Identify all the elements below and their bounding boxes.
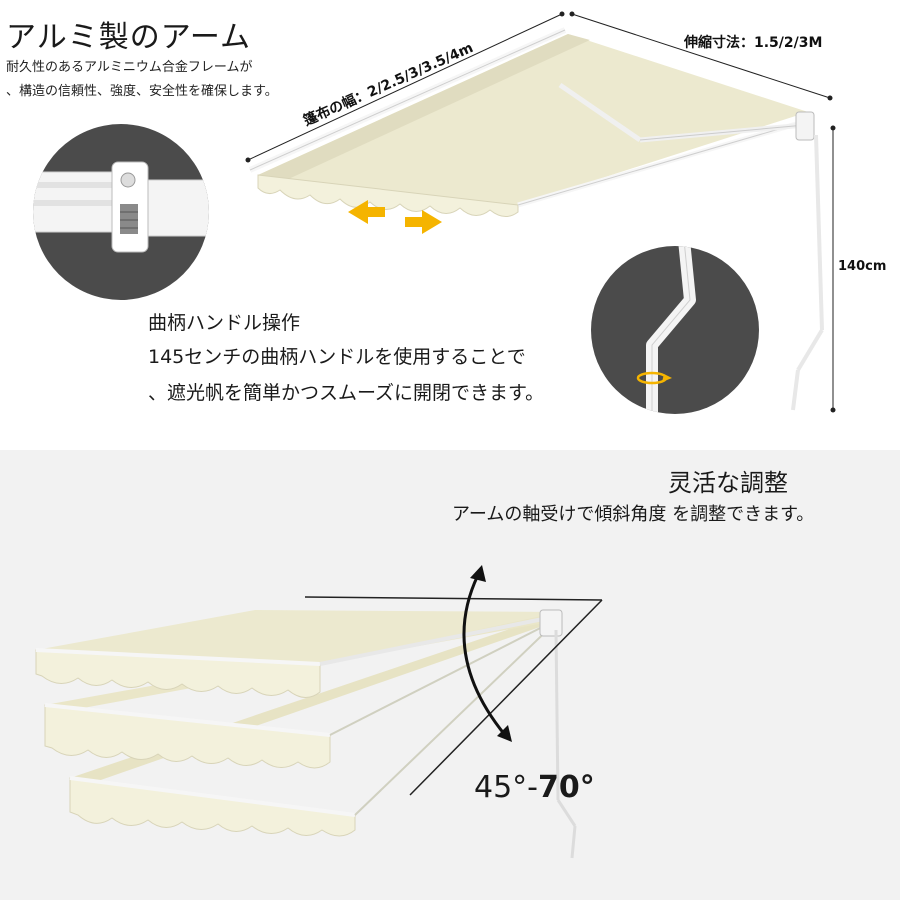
flexible-adjust-desc: アームの軸受けで傾斜角度 を調整できます。 [452,504,815,525]
extension-dimension-line [569,11,833,101]
crank-handle-detail-circle [591,246,759,414]
angle-max: 70° [538,770,595,805]
crank-handle-title: 曲柄ハンドル操作 [148,312,301,334]
bidirectional-arrow-icon [348,200,442,234]
curved-angle-arrow-icon [462,565,512,742]
height-label: 140cm [838,259,887,274]
arm-joint-detail-circle [33,124,209,300]
width-dimension-line [245,11,565,163]
aluminum-desc-line2: 、構造の信頼性、強度、安全性を確保します。 [6,84,278,99]
crank-desc-line1: 145センチの曲柄ハンドルを使用することで [148,346,526,368]
angle-guide-lines [304,596,603,796]
angle-min: 45°- [474,770,538,805]
flexible-adjust-title: 灵活な調整 [668,469,788,497]
awning-main [248,27,824,411]
angle-range-label: 45°-70° [474,770,595,805]
rotate-arrow-icon [636,371,672,385]
aluminum-arm-title: アルミ製のアーム [6,20,251,55]
awning-angle-positions [35,609,577,859]
crank-desc-line2: 、遮光帆を簡単かつスムーズに開閉できます。 [148,382,545,404]
extension-size-label: 伸縮寸法：1.5/2/3M [684,35,823,51]
height-dimension-line [830,125,836,413]
aluminum-desc-line1: 耐久性のあるアルミニウム合金フレームが [6,60,253,75]
